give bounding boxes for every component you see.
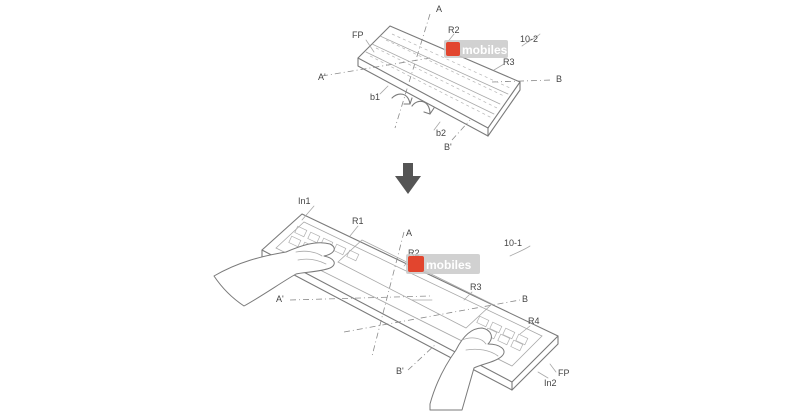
label-b-bottom: B [522,294,528,304]
bend-arrow-b1 [391,93,411,105]
leader-r3-top [493,63,505,71]
label-r1: R1 [352,216,364,226]
axis-a-prime-line-top [321,57,431,77]
bend-arrow-b2-head [423,107,435,115]
axis-a-prime-line-bottom [289,295,431,301]
label-r2-top: R2 [448,25,460,35]
label-b-top: B [556,74,562,84]
leader-r1 [349,225,359,237]
folded-hinge-line-3 [365,51,495,115]
axis-b-line-top [491,79,553,83]
folded-key-row-2 [385,39,505,97]
unfolded-keyboard: In1 R1 A R2 R3 A' B R4 B' FP In2 10-1 mo… [213,196,570,411]
label-r4: R4 [528,316,540,326]
axis-a-line-top [394,13,431,129]
right-hand-finger-1 [461,337,487,345]
folded-slab-side-edge [487,81,521,137]
label-r3-top: R3 [503,57,515,67]
axis-b-prime-line-top [451,119,471,141]
axis-b-prime-line-bottom [407,343,437,371]
leader-r3-bottom [463,291,473,301]
leader-r4 [519,325,531,335]
label-fp-top: FP [352,30,364,40]
left-hand-finger-1 [295,250,323,257]
folded-slab-front-edge [357,57,489,137]
label-b-prime-bottom: B' [396,366,404,376]
axis-a-line-bottom [371,231,405,357]
watermark-bottom: mobiles [406,254,480,274]
label-ref-10-1: 10-1 [504,238,522,248]
label-r2-bottom: R2 [408,248,420,258]
label-b-prime-top: B' [444,142,452,152]
right-hand-finger-2 [465,348,499,357]
axis-b-line-bottom [343,299,521,333]
leader-fp-top [365,39,375,53]
label-ref-10-2: 10-2 [520,34,538,44]
leader-ref-top [521,33,541,47]
keyboard-front-edge [261,249,513,391]
label-a-bottom: A [406,228,412,238]
label-b2: b2 [436,128,446,138]
folded-key-row-4 [369,55,493,119]
right-hand [429,327,505,411]
left-hand-shape [213,242,335,307]
watermark-top-text: mobiles [462,43,508,57]
label-in2: In2 [544,378,557,388]
keyboard-center-region [337,239,493,329]
label-a-top: A [436,4,442,14]
label-b1: b1 [370,92,380,102]
folded-key-row-3 [375,47,498,109]
keyboard-inner-frame [275,221,543,367]
down-arrow-icon [395,163,421,194]
watermark-top-logo-icon [446,42,460,56]
label-r3-bottom: R3 [470,282,482,292]
watermark-bottom-bg [406,254,480,274]
watermark-bottom-logo-icon [408,256,424,272]
folded-key-row-1 [391,33,511,89]
folded-hinge-line-1 [371,43,501,105]
left-hand [213,242,335,307]
keyboard-side-edge [511,335,559,391]
folded-device: A FP R2 R3 A' B b1 b2 B' 10-2 mobiles [318,4,562,152]
bend-arrow-b1-head [403,97,413,105]
label-a-prime-bottom: A' [276,294,284,304]
leader-in2 [537,371,549,379]
left-hand-finger-2 [297,258,327,265]
bend-arrow-b2 [411,100,431,115]
folded-hinge-line-2 [379,35,509,95]
label-a-prime-top: A' [318,72,326,82]
label-in1: In1 [298,196,311,206]
right-hand-shape [429,327,505,411]
watermark-top: mobiles [444,40,508,58]
leader-ref-bottom [509,245,531,257]
leader-in1 [301,205,315,221]
leader-b1 [379,85,389,95]
leader-b2 [433,121,441,131]
label-fp-bottom: FP [558,368,570,378]
leader-fp-bottom [549,363,557,373]
watermark-bottom-text: mobiles [426,258,472,272]
